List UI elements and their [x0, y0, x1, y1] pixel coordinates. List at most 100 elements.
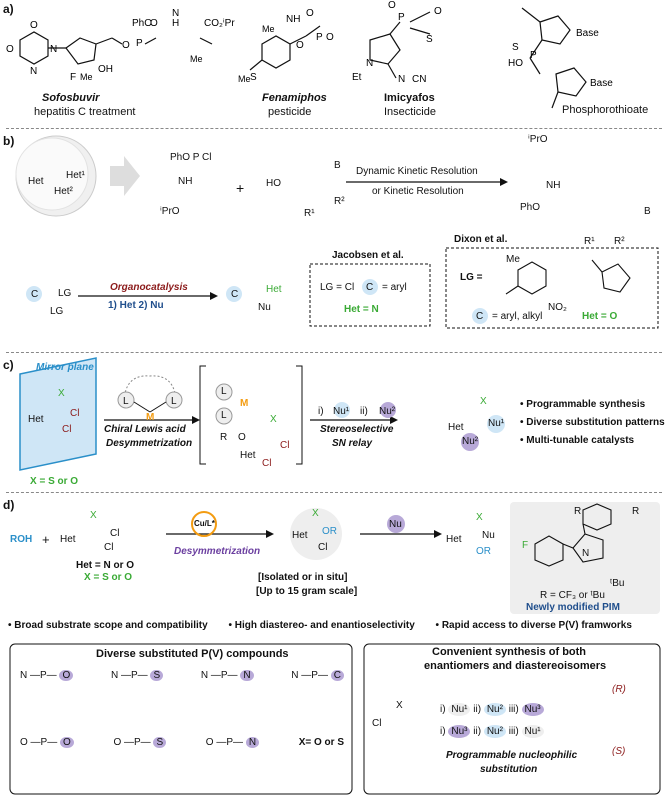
pv-compound: N —P— N	[201, 670, 254, 681]
svg-text:NH: NH	[286, 14, 300, 25]
d-iso2: [Up to 15 gram scale]	[256, 586, 358, 597]
panel-d-label: d)	[3, 498, 15, 512]
bullet-item: • Multi-tunable catalysts	[520, 435, 635, 446]
relay-ii: ii)	[360, 406, 368, 417]
bullet-item: • Programmable synthesis	[520, 399, 646, 410]
pv-compound: O —P— O	[20, 737, 74, 748]
box2-cl: Cl	[372, 718, 382, 729]
chiral-lewis-acid: Chiral Lewis acid	[104, 424, 186, 435]
svg-text:Me: Me	[262, 24, 275, 34]
b-prod-r1: R¹	[584, 236, 595, 247]
d-cl1: Cl	[110, 528, 120, 539]
feature-item: • High diastereo- and enantioselectivity	[228, 620, 415, 631]
jacobsen-c: = aryl	[382, 282, 407, 293]
dixon-title: Dixon et al.	[454, 234, 508, 245]
stereoselective: Stereoselective	[320, 424, 394, 435]
c-prod-het: Het	[448, 422, 464, 433]
c-x: X	[58, 388, 65, 399]
ts-l2: L	[221, 410, 227, 421]
pim-rdef: R = CF₃ or ᵗBu	[540, 590, 605, 601]
sn-relay: SN relay	[332, 438, 373, 449]
dkr-label: Dynamic Kinetic Resolution	[356, 166, 478, 177]
box2-r: (R)	[612, 684, 626, 695]
box1-grid: N —P— O N —P— S N —P— N N —P— C O —P— O …	[20, 670, 344, 748]
b-het: Het	[28, 176, 44, 187]
b-plus: +	[236, 180, 245, 196]
svg-text:P: P	[530, 50, 537, 61]
d-prod-het: Het	[446, 534, 462, 545]
b-het2: Het²	[54, 186, 73, 197]
b-r1: R¹	[304, 208, 315, 219]
sofos-o: O	[6, 44, 14, 55]
d-int-or: OR	[322, 526, 337, 537]
ts-l1: L	[221, 386, 227, 397]
ts-o: O	[238, 432, 246, 443]
b-prod-ipro: ⁱPrO	[528, 134, 548, 145]
jacobsen-title: Jacobsen et al.	[332, 250, 404, 261]
box2-s: (S)	[612, 746, 626, 757]
panel-d-graphics	[9, 502, 661, 795]
separator-a-b	[6, 128, 662, 129]
svg-text:O: O	[30, 20, 38, 31]
d-x: X	[90, 510, 97, 521]
svg-text:H: H	[172, 18, 179, 29]
svg-text:HO: HO	[508, 58, 523, 69]
c-cl1: Cl	[70, 408, 80, 419]
ts-cl2: Cl	[262, 458, 272, 469]
feature-item: • Broad substrate scope and compatibilit…	[8, 620, 208, 631]
box2-caption1: Programmable nucleophilic	[446, 750, 578, 761]
b-nh: NH	[178, 176, 193, 187]
c-bullets: • Programmable synthesis • Diverse subst…	[520, 396, 665, 450]
b-het1: Het¹	[66, 170, 85, 181]
c-het: Het	[28, 414, 44, 425]
svg-text:P: P	[136, 38, 143, 49]
svg-text:Et: Et	[352, 72, 362, 83]
ts-m: M	[240, 398, 249, 409]
svg-text:Me: Me	[238, 74, 251, 84]
svg-text:Base: Base	[590, 78, 613, 89]
b-sugar-ho: HO	[266, 178, 281, 189]
svg-text:O: O	[150, 18, 158, 29]
pim-tbu: ᵗBu	[610, 578, 625, 589]
svg-text:N: N	[50, 44, 57, 55]
desymmetrization-c: Desymmetrization	[106, 438, 193, 449]
box2-row1: i) Nu¹ ii) Nu² iii) Nu³	[440, 703, 544, 716]
ts-r: R	[220, 432, 228, 443]
box2-row2: i) Nu³ ii) Nu² iii) Nu¹	[440, 725, 544, 738]
pim-r2: R	[632, 506, 640, 517]
panel-c-label: c)	[3, 358, 14, 372]
kr-label: or Kinetic Resolution	[372, 186, 464, 197]
dixon-het: Het = O	[582, 311, 618, 322]
feature-item: • Rapid access to diverse P(V) framworks	[435, 620, 632, 631]
sofosbuvir-structure	[19, 31, 213, 65]
svg-text:S: S	[426, 34, 433, 45]
svg-text:N: N	[398, 74, 405, 85]
svg-text:Me: Me	[80, 72, 93, 82]
cat-l1: L	[123, 396, 129, 407]
b-c: C	[31, 289, 39, 300]
svg-text:P: P	[316, 32, 323, 43]
jacobsen-lg: LG = Cl	[320, 282, 355, 293]
svg-text:N: N	[30, 66, 37, 77]
d-cond1: Het = N or O	[76, 560, 135, 571]
phosphorothioate-desc: Phosphorothioate	[562, 104, 649, 116]
pim-name: Newly modified PIM	[526, 602, 620, 613]
bullet-item: • Diverse substitution patterns	[520, 417, 665, 428]
b-sugar-b: B	[334, 160, 341, 171]
sofosbuvir-name: Sofosbuvir	[42, 92, 100, 104]
xso: X = S or O	[30, 476, 79, 487]
c-prod-x: X	[480, 396, 487, 407]
fenamiphos-desc: pesticide	[268, 106, 312, 118]
b-prod-het: Het	[266, 284, 282, 295]
panel-a-structures: O O N N F Me OH O PhO P O H N CO₂ⁱPr Me …	[6, 0, 613, 109]
b-ipro: ⁱPrO	[160, 206, 180, 217]
svg-text:N: N	[172, 8, 179, 19]
d-int-cl: Cl	[318, 542, 328, 553]
svg-text:P: P	[398, 12, 405, 23]
svg-text:O: O	[388, 0, 396, 11]
d-prod-or: OR	[476, 546, 491, 557]
d-int-x: X	[312, 508, 319, 519]
panel-a-label: a)	[3, 2, 14, 16]
svg-text:Me: Me	[190, 54, 203, 64]
ts-het: Het	[240, 450, 256, 461]
